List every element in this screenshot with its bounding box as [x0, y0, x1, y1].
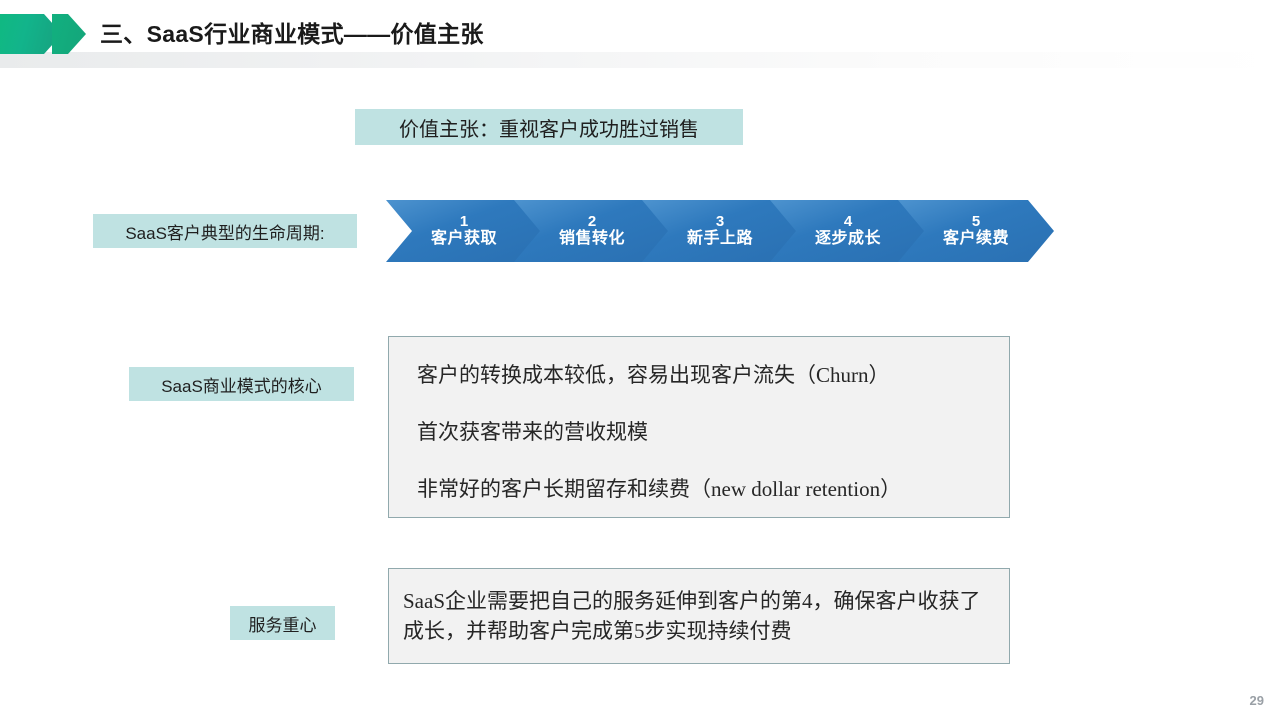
- green-arrow-icon: [0, 14, 96, 54]
- process-step-2-content: 2 销售转化: [540, 200, 644, 262]
- process-step-4[interactable]: 4 逐步成长: [770, 200, 926, 262]
- process-step-1-label: 客户获取: [430, 230, 497, 248]
- process-step-1-number: 1: [459, 212, 469, 230]
- process-step-5-label: 客户续费: [942, 230, 1009, 248]
- label-lifecycle: SaaS客户典型的生命周期:: [93, 214, 357, 248]
- label-service-focus: 服务重心: [230, 606, 335, 640]
- process-step-3-number: 3: [715, 212, 725, 230]
- page-title: 三、SaaS行业商业模式——价值主张: [100, 21, 484, 47]
- service-focus-text: SaaS企业需要把自己的服务延伸到客户的第4，确保客户收获了成长，并帮助客户完成…: [403, 589, 981, 644]
- process-step-3[interactable]: 3 新手上路: [642, 200, 798, 262]
- label-lifecycle-text: SaaS客户典型的生命周期:: [125, 223, 325, 243]
- process-step-1[interactable]: 1 客户获取: [386, 200, 542, 262]
- process-flow: 1 客户获取 2 销售转化 3 新手上路 4 逐步成长 5 客户: [386, 200, 1054, 262]
- process-step-5-content: 5 客户续费: [924, 200, 1028, 262]
- core-line-1: 客户的转换成本较低，容易出现客户流失（Churn）: [417, 363, 890, 387]
- slide-header: 三、SaaS行业商业模式——价值主张: [0, 0, 1280, 68]
- label-business-model-core: SaaS商业模式的核心: [129, 367, 354, 401]
- core-line-2: 首次获客带来的营收规模: [417, 420, 648, 444]
- page-number: 29: [1249, 693, 1264, 708]
- process-step-2[interactable]: 2 销售转化: [514, 200, 670, 262]
- value-proposition-banner: 价值主张：重视客户成功胜过销售: [355, 109, 743, 145]
- process-step-1-content: 1 客户获取: [412, 200, 516, 262]
- process-step-2-number: 2: [587, 212, 597, 230]
- process-step-4-number: 4: [843, 212, 853, 230]
- core-line-3: 非常好的客户长期留存和续费（new dollar retention）: [417, 477, 902, 501]
- label-service-focus-text: 服务重心: [248, 615, 317, 635]
- process-step-5[interactable]: 5 客户续费: [898, 200, 1054, 262]
- service-focus-box: SaaS企业需要把自己的服务延伸到客户的第4，确保客户收获了成长，并帮助客户完成…: [388, 568, 1010, 664]
- process-step-4-label: 逐步成长: [814, 230, 881, 248]
- label-business-model-core-text: SaaS商业模式的核心: [161, 376, 322, 396]
- process-step-4-content: 4 逐步成长: [796, 200, 900, 262]
- process-step-3-label: 新手上路: [686, 230, 753, 248]
- core-content-box: 客户的转换成本较低，容易出现客户流失（Churn） 首次获客带来的营收规模 非常…: [388, 336, 1010, 518]
- process-step-5-number: 5: [971, 212, 981, 230]
- green-chevron-accent: [52, 14, 86, 54]
- header-divider-band: [0, 52, 1280, 68]
- process-step-3-content: 3 新手上路: [668, 200, 772, 262]
- process-step-2-label: 销售转化: [558, 230, 625, 248]
- value-proposition-text: 价值主张：重视客户成功胜过销售: [399, 118, 699, 141]
